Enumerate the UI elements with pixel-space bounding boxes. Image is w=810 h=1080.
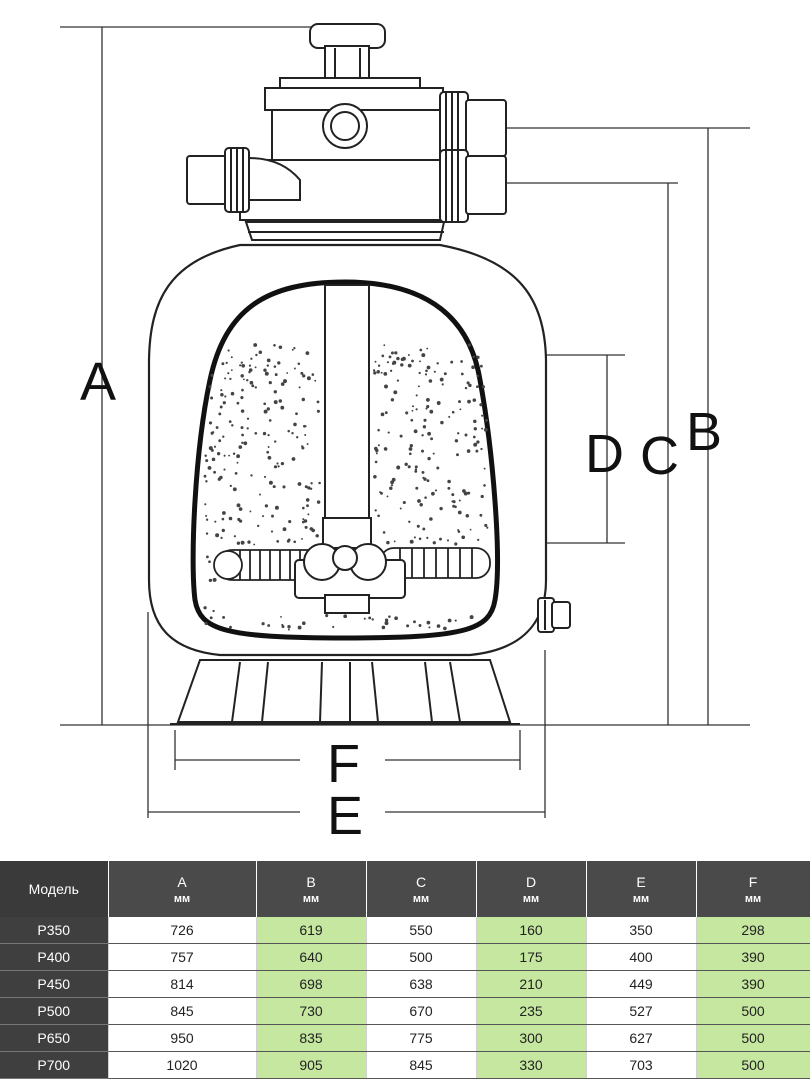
- value-cell-d: 330: [476, 1051, 587, 1079]
- column-unit: мм: [302, 892, 320, 905]
- value-cell-b: 640: [256, 943, 367, 971]
- value-cell-b: 619: [256, 917, 367, 944]
- drain-valve-icon: [537, 597, 571, 633]
- column-unit: мм: [632, 892, 650, 905]
- value-cell-f: 390: [696, 970, 810, 998]
- model-cell: P500: [0, 997, 109, 1025]
- dimension-label-d: D: [585, 424, 624, 484]
- value-cell-e: 449: [586, 970, 697, 998]
- value-cell-f: 500: [696, 1051, 810, 1079]
- column-unit: мм: [173, 892, 191, 905]
- value-cell-e: 400: [586, 943, 697, 971]
- dimension-label-f: F: [327, 734, 360, 794]
- value-cell-d: 235: [476, 997, 587, 1025]
- column-letter: F: [748, 873, 758, 890]
- value-cell-a: 1020: [108, 1051, 257, 1079]
- column-letter: A: [177, 873, 187, 890]
- value-cell-b: 730: [256, 997, 367, 1025]
- value-cell-d: 175: [476, 943, 587, 971]
- column-unit: мм: [522, 892, 540, 905]
- value-cell-c: 670: [366, 997, 477, 1025]
- filter-base: [170, 659, 520, 725]
- value-cell-d: 300: [476, 1024, 587, 1052]
- dimension-label-b: B: [686, 402, 722, 462]
- column-unit: мм: [744, 892, 762, 905]
- value-cell-d: 210: [476, 970, 587, 998]
- value-cell-c: 638: [366, 970, 477, 998]
- central-standpipe: [322, 284, 372, 549]
- value-cell-d: 160: [476, 917, 587, 944]
- lateral-collector-right: [379, 547, 491, 579]
- model-cell: P650: [0, 1024, 109, 1052]
- column-header-model: Модель: [0, 861, 109, 917]
- column-unit: мм: [412, 892, 430, 905]
- multiport-valve: [186, 23, 507, 241]
- dimension-label-a: A: [80, 352, 116, 412]
- value-cell-c: 845: [366, 1051, 477, 1079]
- value-cell-a: 814: [108, 970, 257, 998]
- column-letter: E: [636, 873, 646, 890]
- value-cell-a: 845: [108, 997, 257, 1025]
- value-cell-e: 527: [586, 997, 697, 1025]
- value-cell-e: 627: [586, 1024, 697, 1052]
- value-cell-a: 757: [108, 943, 257, 971]
- value-cell-f: 390: [696, 943, 810, 971]
- value-cell-e: 703: [586, 1051, 697, 1079]
- column-letter: C: [415, 873, 427, 890]
- sand-particles: [203, 343, 489, 631]
- value-cell-c: 775: [366, 1024, 477, 1052]
- dimension-label-c: C: [640, 426, 679, 486]
- column-letter: B: [306, 873, 316, 890]
- model-cell: P450: [0, 970, 109, 998]
- value-cell-a: 950: [108, 1024, 257, 1052]
- value-cell-c: 500: [366, 943, 477, 971]
- model-cell: P700: [0, 1051, 109, 1079]
- sand-filter-dimension-diagram: A D C B F E: [60, 23, 750, 846]
- model-cell: P400: [0, 943, 109, 971]
- value-cell-b: 835: [256, 1024, 367, 1052]
- model-cell: P350: [0, 917, 109, 944]
- value-cell-b: 905: [256, 1051, 367, 1079]
- value-cell-a: 726: [108, 917, 257, 944]
- value-cell-f: 298: [696, 917, 810, 944]
- value-cell-c: 550: [366, 917, 477, 944]
- value-cell-f: 500: [696, 1024, 810, 1052]
- lateral-hub: [294, 543, 406, 614]
- value-cell-b: 698: [256, 970, 367, 998]
- column-letter: D: [525, 873, 537, 890]
- value-cell-e: 350: [586, 917, 697, 944]
- dimension-label-e: E: [327, 786, 363, 846]
- value-cell-f: 500: [696, 997, 810, 1025]
